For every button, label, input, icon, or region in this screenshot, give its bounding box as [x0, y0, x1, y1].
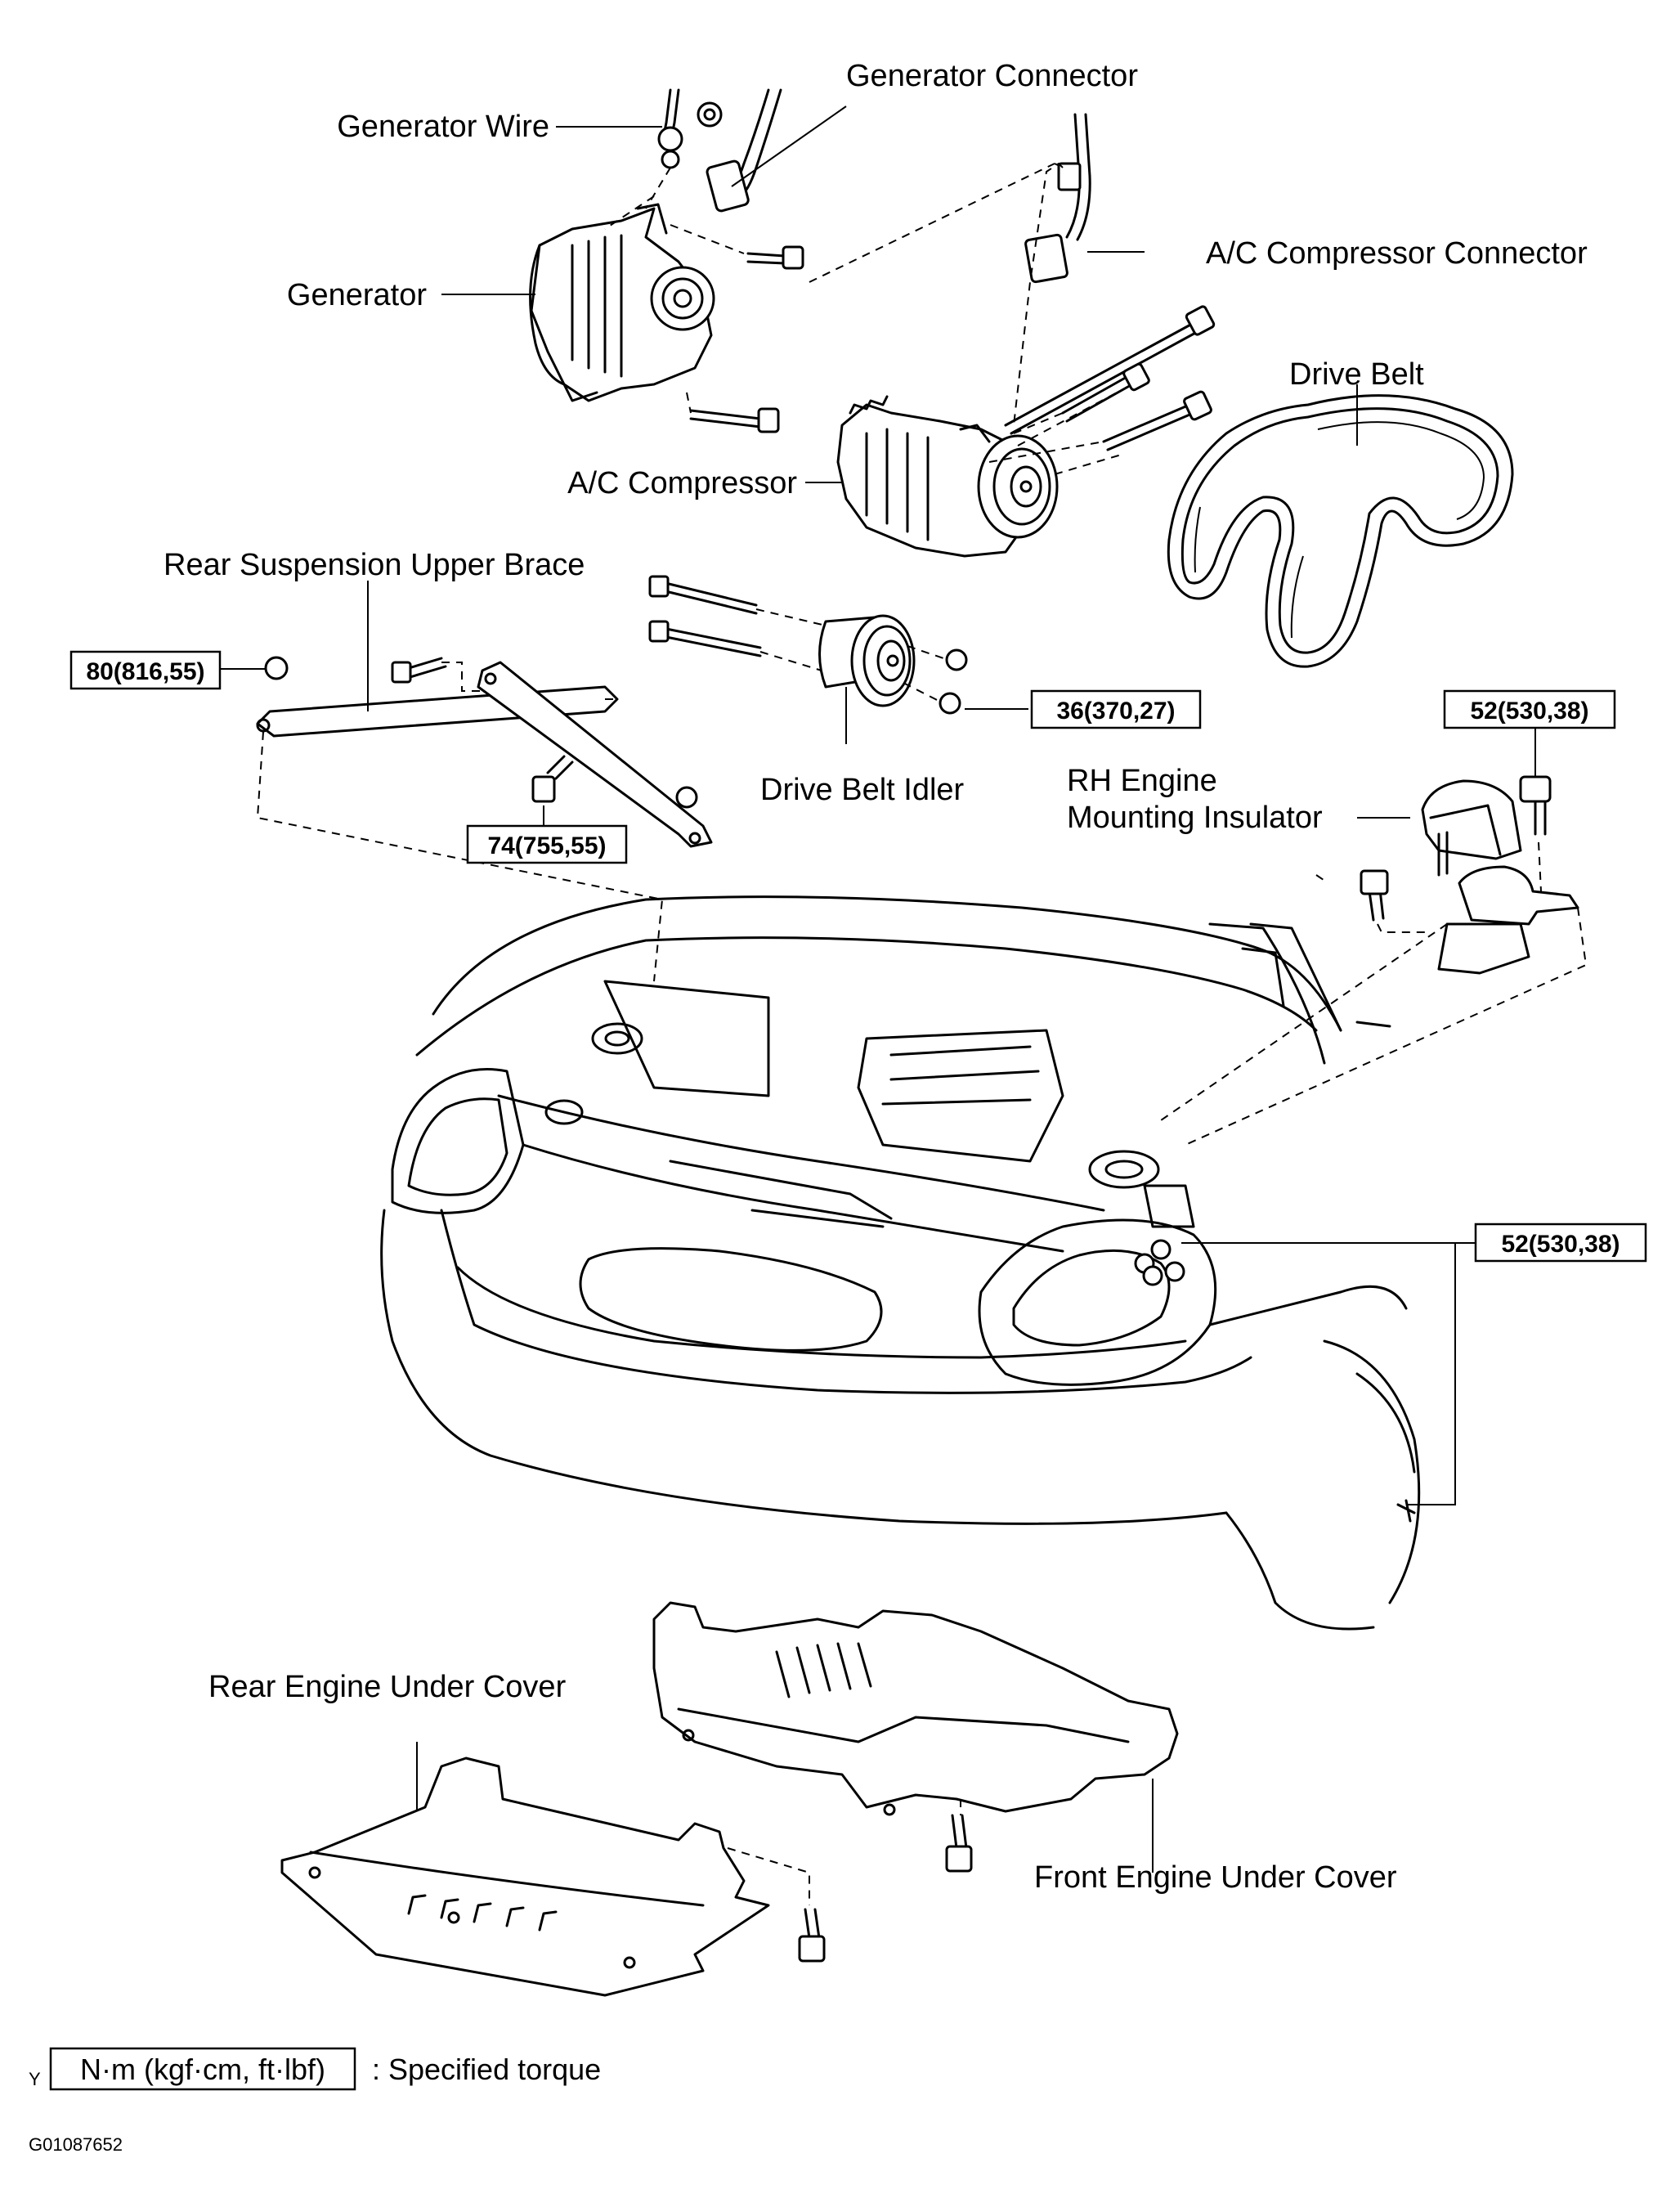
- rh-engine-mounting-insulator-part: [1360, 775, 1579, 975]
- torque-value: 52(530,38): [1501, 1231, 1620, 1258]
- legend-unit-box: N·m (kgf·cm, ft·lbf): [80, 2053, 325, 2086]
- torque-value: 80(816,55): [86, 658, 204, 685]
- drive-belt-idler-part: [648, 575, 968, 715]
- vehicle-body: [380, 895, 1421, 1631]
- torque-legend: Y N·m (kgf·cm, ft·lbf) : Specified torqu…: [29, 2047, 601, 2091]
- ac-compressor-connector-part: [1024, 113, 1091, 284]
- rear-engine-under-cover-part: [280, 1757, 826, 1997]
- ac-compressor-part: [836, 395, 1059, 558]
- drive-belt-idler-label: Drive Belt Idler: [760, 773, 965, 807]
- torque-spec-mount-bottom: 52(530,38): [1474, 1223, 1647, 1263]
- drive-belt-label: Drive Belt: [1289, 357, 1424, 392]
- generator-wire-label: Generator Wire: [337, 110, 549, 144]
- front-engine-under-cover-part: [652, 1601, 1179, 1873]
- ac-compressor-label: A/C Compressor: [567, 466, 797, 500]
- torque-spec-brace-left: 80(816,55): [69, 650, 222, 690]
- rear-suspension-upper-brace-part: [256, 656, 713, 848]
- legend-description: : Specified torque: [372, 2053, 601, 2086]
- torque-value: 74(755,55): [487, 832, 606, 859]
- drive-belt-part: [1167, 394, 1514, 668]
- rh-engine-mounting-insulator-label-line1: RH Engine: [1067, 764, 1217, 798]
- torque-value: 36(370,27): [1056, 698, 1175, 725]
- generator-part: [529, 203, 715, 402]
- generator-wire-part: [657, 88, 782, 213]
- front-engine-under-cover-label: Front Engine Under Cover: [1034, 1860, 1397, 1895]
- rh-engine-mounting-insulator-label-line2: Mounting Insulator: [1067, 801, 1323, 835]
- figure-code: G01087652: [29, 2134, 123, 2155]
- torque-spec-mount-top: 52(530,38): [1443, 689, 1616, 729]
- torque-value: 52(530,38): [1470, 698, 1588, 725]
- leader-lines: [219, 105, 1536, 1873]
- ac-compressor-connector-label: A/C Compressor Connector: [1206, 236, 1588, 271]
- torque-spec-brace-bolt: 74(755,55): [466, 824, 628, 864]
- generator-bolts: [689, 245, 804, 433]
- rear-engine-under-cover-label: Rear Engine Under Cover: [208, 1670, 567, 1704]
- legend-marker: Y: [29, 2069, 41, 2089]
- generator-connector-label: Generator Connector: [846, 59, 1138, 93]
- rear-suspension-upper-brace-label: Rear Suspension Upper Brace: [164, 548, 585, 582]
- ac-compressor-bolts: [1004, 305, 1216, 451]
- generator-label: Generator: [287, 278, 427, 312]
- torque-spec-idler: 36(370,27): [1030, 689, 1202, 729]
